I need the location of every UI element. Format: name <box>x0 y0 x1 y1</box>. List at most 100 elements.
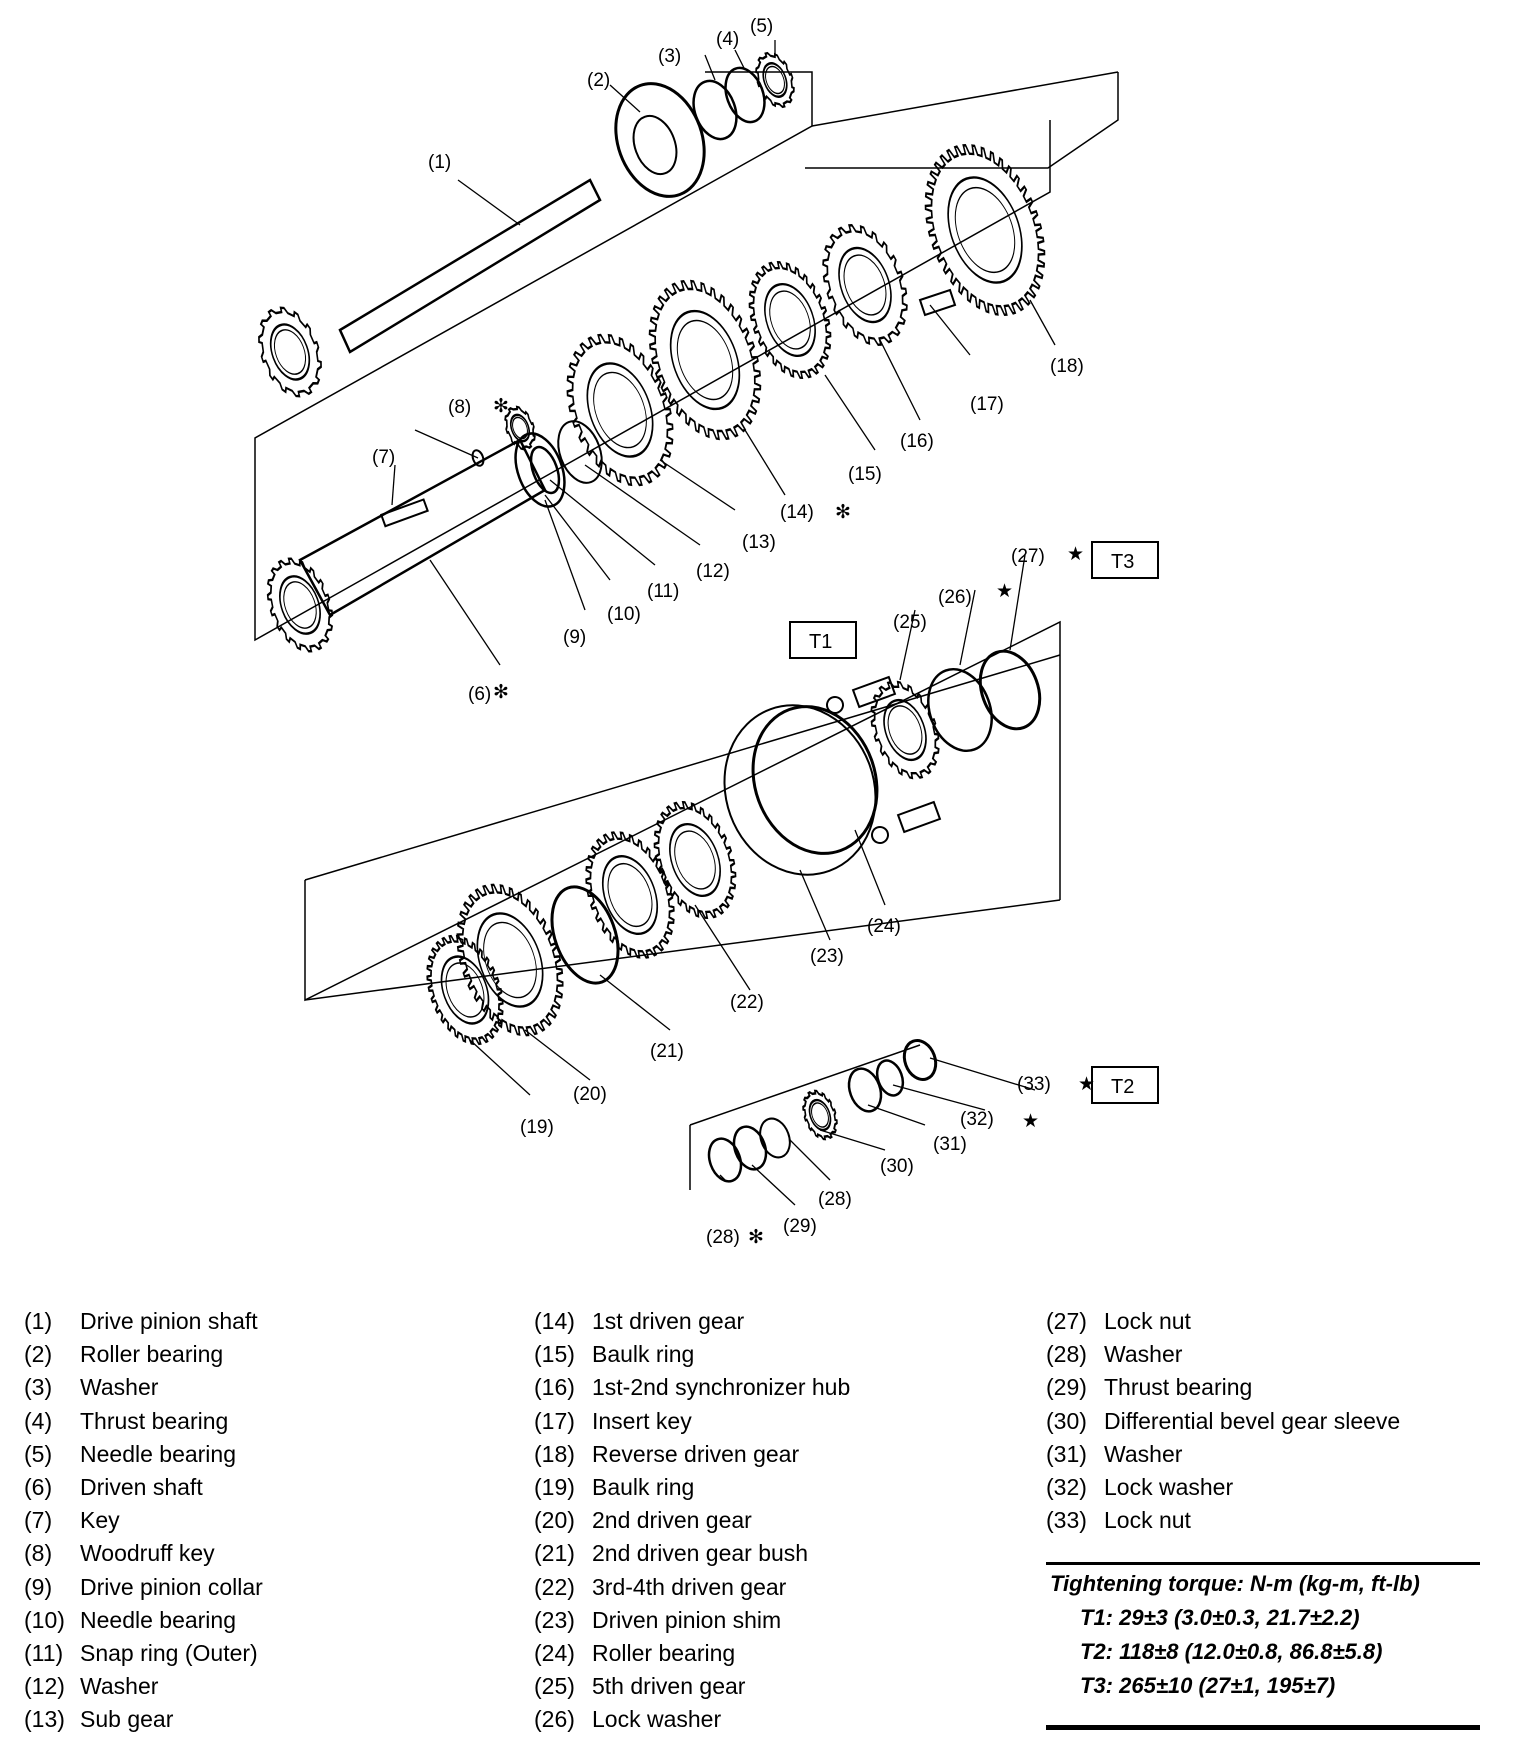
first-driven-gear-14 <box>648 279 762 441</box>
legend-number: (2) <box>24 1341 53 1368</box>
callout-label-11: (11) <box>647 581 679 602</box>
legend-item: (3)Washer <box>24 1371 263 1404</box>
frame-bottom-top <box>689 1044 921 1126</box>
gear-bore <box>269 323 311 381</box>
asterisk-marker-icon: ✻ <box>748 1227 764 1248</box>
legend-item: (16)1st-2nd synchronizer hub <box>534 1371 850 1404</box>
legend-label: Baulk ring <box>592 1341 695 1368</box>
gear-bore-inner <box>954 186 1016 274</box>
gear-bore <box>669 309 741 411</box>
torque-box-t2 <box>1091 1066 1159 1104</box>
torque-heading: Tightening torque: N-m (kg-m, ft-lb) <box>1050 1571 1420 1596</box>
legend-number: (3) <box>24 1374 53 1401</box>
callout-label-2: (2) <box>587 70 610 91</box>
baulk-ring-19 <box>426 934 504 1046</box>
legend-item: (11)Snap ring (Outer) <box>24 1637 263 1670</box>
gear-bore-inner <box>273 329 307 375</box>
drive-pinion-shaft <box>338 178 602 354</box>
asterisk-marker-icon: ✻ <box>835 502 851 523</box>
legend-item: (18)Reverse driven gear <box>534 1438 850 1471</box>
legend-number: (5) <box>24 1440 53 1467</box>
legend-item: (8) Woodruff key <box>24 1537 263 1570</box>
leader-line <box>609 84 641 113</box>
legend-label: Washer <box>1104 1341 1183 1368</box>
gear-bore <box>883 698 927 762</box>
reverse-driven-gear-18 <box>924 144 1046 316</box>
callout-label-6: (6) <box>468 684 491 705</box>
exploded-view-diagram: (1)(2)(3)(4)(5)(6)(7)(8)(9)(10)(11)(12)(… <box>254 16 1159 1248</box>
legend-number: (33) <box>1046 1507 1087 1534</box>
legend-number: (13) <box>24 1706 65 1733</box>
washer-3 <box>692 79 738 141</box>
legend-item: (32)Lock washer <box>1046 1471 1400 1504</box>
legend-item: (10)Needle bearing <box>24 1604 263 1637</box>
callout-label-28: (28) <box>818 1189 852 1210</box>
roller-bearing-24 <box>751 705 879 855</box>
leader-line <box>751 1164 796 1206</box>
callout-label-31: (31) <box>933 1134 967 1155</box>
legend-number: (8) <box>24 1540 53 1567</box>
legend-item: (1)Drive pinion shaft <box>24 1305 263 1338</box>
leader-line <box>789 1139 831 1181</box>
gear-teeth <box>456 883 564 1037</box>
gear-teeth <box>653 800 737 920</box>
legend-column-1: (1)Drive pinion shaft (2)Roller bearing … <box>24 1305 263 1737</box>
legend-number: (30) <box>1046 1407 1087 1434</box>
legend-label: Snap ring (Outer) <box>80 1640 258 1667</box>
gear-bore-inner <box>674 830 716 890</box>
legend-item: (15)Baulk ring <box>534 1338 850 1371</box>
star-marker-icon: ★ <box>1078 1074 1095 1095</box>
frame-upper-right <box>805 72 1119 169</box>
leader-line <box>544 499 586 611</box>
legend-number: (10) <box>24 1606 65 1633</box>
callout-label-25: (25) <box>893 612 927 633</box>
gear-teeth <box>802 1089 838 1141</box>
callout-label-29: (29) <box>783 1216 817 1237</box>
legend-number: (32) <box>1046 1474 1087 1501</box>
callout-label-23: (23) <box>810 946 844 967</box>
gear-bore-inner <box>607 862 653 928</box>
legend-number: (26) <box>534 1706 575 1733</box>
leader-line <box>549 479 656 566</box>
legend-number: (12) <box>24 1673 65 1700</box>
legend-item: (5)Needle bearing <box>24 1438 263 1471</box>
leader-line <box>854 829 886 906</box>
legend-label: Driven pinion shim <box>592 1606 782 1633</box>
legend-label: Roller bearing <box>592 1640 736 1667</box>
legend-number: (21) <box>534 1540 575 1567</box>
legend-number: (19) <box>534 1474 575 1501</box>
legend-label: Washer <box>80 1673 159 1700</box>
callout-label-15: (15) <box>848 464 882 485</box>
sub-gear-13 <box>566 333 674 487</box>
leader-line <box>959 589 976 666</box>
legend-item: (30)Differential bevel gear sleeve <box>1046 1405 1400 1438</box>
legend-item: (28)Washer <box>1046 1338 1400 1371</box>
legend-label: Thrust bearing <box>1104 1374 1253 1401</box>
legend-item: (24)Roller bearing <box>534 1637 850 1670</box>
callout-label-5: (5) <box>750 16 773 37</box>
leader-line <box>544 494 611 581</box>
frame-upper-divider <box>811 71 1119 127</box>
callout-label-12: (12) <box>696 561 730 582</box>
asterisk-marker-icon: ✻ <box>493 396 509 417</box>
legend-column-3: (27)Lock nut (28)Washer (29)Thrust beari… <box>1046 1305 1400 1537</box>
callout-label-9: (9) <box>563 627 586 648</box>
gear-bore-inner <box>765 65 785 95</box>
leader-line <box>744 429 786 496</box>
callout-label-3: (3) <box>658 46 681 67</box>
legend-item: (14)1st driven gear <box>534 1305 850 1338</box>
callout-label-33: (33) <box>1017 1074 1051 1095</box>
gear-bore <box>279 575 321 635</box>
gear-teeth <box>870 680 940 780</box>
drive-pinion-head <box>258 306 322 398</box>
gear-bore-inner <box>676 319 734 401</box>
gear-teeth <box>822 224 908 346</box>
lock-nut-27 <box>978 649 1042 731</box>
legend-item: (6)Driven shaft <box>24 1471 263 1504</box>
legend-number: (23) <box>534 1606 575 1633</box>
legend-label: Woodruff key <box>80 1540 215 1567</box>
legend-number: (31) <box>1046 1440 1087 1467</box>
callout-label-18: (18) <box>1050 356 1084 377</box>
torque-box-label: T1 <box>809 631 832 653</box>
gear-bore-inner <box>769 290 811 350</box>
